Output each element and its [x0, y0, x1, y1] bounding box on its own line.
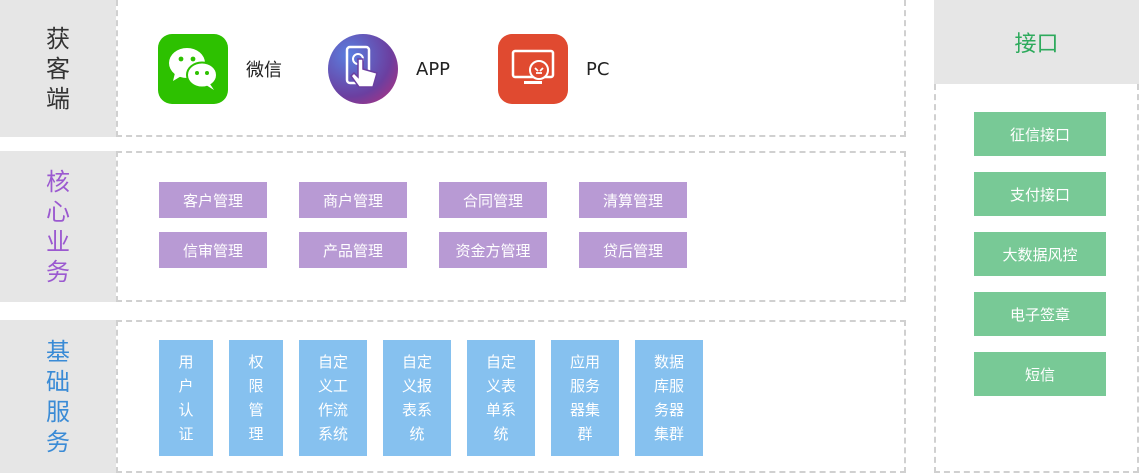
base-item-form-label: 自定义表单系统: [485, 353, 516, 443]
api-item-e-signature: 电子签章: [974, 292, 1106, 336]
client-layer-panel: 微信 APP PC: [116, 0, 906, 137]
base-layer-label-box: 基础服务: [0, 320, 116, 473]
base-item-permission: 权限管理: [229, 340, 283, 456]
client-app: APP: [328, 34, 450, 104]
base-item-workflow: 自定义工作流系统: [299, 340, 367, 456]
client-pc: PC: [498, 34, 609, 104]
core-layer-label: 核心业务: [46, 167, 70, 286]
api-item-credit-report: 征信接口: [974, 112, 1106, 156]
pc-monitor-icon: [498, 34, 568, 104]
client-layer-label: 获客端: [46, 24, 70, 113]
core-layer-panel: 客户管理 商户管理 合同管理 清算管理 信审管理 产品管理 资金方管理 贷后管理: [116, 151, 906, 302]
core-item-merchant: 商户管理: [299, 182, 407, 218]
base-item-form: 自定义表单系统: [467, 340, 535, 456]
base-item-user-auth-label: 用户认证: [178, 353, 194, 443]
client-wechat: 微信: [158, 34, 282, 104]
base-item-app-server: 应用服务器集群: [551, 340, 619, 456]
base-item-user-auth: 用户认证: [159, 340, 213, 456]
client-wechat-label: 微信: [246, 60, 282, 81]
base-layer-panel: 用户认证 权限管理 自定义工作流系统 自定义报表系统 自定义表单系统 应用服务器…: [116, 320, 906, 473]
core-layer-label-box: 核心业务: [0, 151, 116, 302]
api-item-payment: 支付接口: [974, 172, 1106, 216]
base-item-report-label: 自定义报表系统: [401, 353, 432, 443]
client-layer-label-box: 获客端: [0, 0, 116, 137]
base-item-db-server: 数据库服务器集群: [635, 340, 703, 456]
api-item-sms: 短信: [974, 352, 1106, 396]
base-item-db-server-label: 数据库服务器集群: [653, 353, 684, 443]
core-item-post-loan: 贷后管理: [579, 232, 687, 268]
app-touch-icon: [328, 34, 398, 104]
core-item-customer: 客户管理: [159, 182, 267, 218]
client-app-label: APP: [416, 58, 451, 80]
base-item-workflow-label: 自定义工作流系统: [317, 353, 348, 443]
core-item-funder: 资金方管理: [439, 232, 547, 268]
api-item-bigdata-risk: 大数据风控: [974, 232, 1106, 276]
client-pc-label: PC: [586, 58, 610, 80]
api-title: 接口: [1014, 32, 1059, 57]
core-item-contract: 合同管理: [439, 182, 547, 218]
core-item-product: 产品管理: [299, 232, 407, 268]
api-panel: 征信接口 支付接口 大数据风控 电子签章 短信: [934, 84, 1139, 473]
base-item-app-server-label: 应用服务器集群: [569, 353, 600, 443]
base-item-report: 自定义报表系统: [383, 340, 451, 456]
base-item-permission-label: 权限管理: [248, 353, 264, 443]
base-layer-label: 基础服务: [46, 337, 70, 456]
core-item-credit-review: 信审管理: [159, 232, 267, 268]
core-item-clearing: 清算管理: [579, 182, 687, 218]
wechat-icon: [158, 34, 228, 104]
api-header: 接口: [934, 0, 1139, 84]
